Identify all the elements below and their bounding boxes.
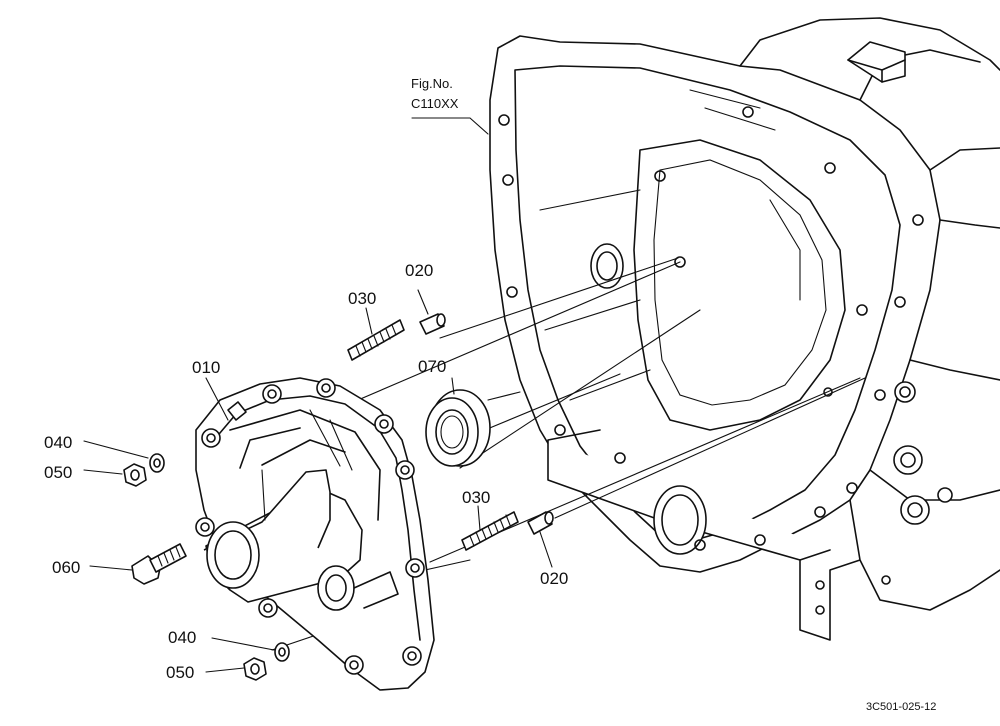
leader-lines	[83, 117, 553, 673]
transmission-housing	[489, 17, 1000, 641]
cover-plate-part-010[interactable]	[195, 377, 435, 691]
spring-washer-part-040-lower[interactable]	[274, 642, 290, 662]
callout-010: 010	[192, 358, 220, 377]
stud-bolt-part-030-lower[interactable]	[461, 511, 519, 551]
callout-050-lower: 050	[166, 663, 194, 682]
spring-washer-part-040-upper[interactable]	[149, 453, 165, 473]
bolt-part-060[interactable]	[131, 543, 187, 585]
housing-bolt-holes	[498, 106, 924, 615]
dowel-pin-part-020-lower[interactable]	[527, 511, 554, 535]
fig-no-label: Fig.No.	[411, 76, 453, 91]
fig-no-value: C110XX	[411, 96, 459, 111]
nut-part-050-upper[interactable]	[123, 463, 147, 487]
callout-060: 060	[52, 558, 80, 577]
callout-070: 070	[418, 357, 446, 376]
figure-number-block: Fig.No. C110XX	[411, 76, 459, 111]
nut-part-050-lower[interactable]	[243, 657, 267, 681]
callout-040-upper: 040	[44, 433, 72, 452]
callout-050-upper: 050	[44, 463, 72, 482]
callout-030-lower: 030	[462, 488, 490, 507]
callout-030-upper: 030	[348, 289, 376, 308]
callout-040-lower: 040	[168, 628, 196, 647]
dowel-pin-part-020-upper[interactable]	[419, 313, 446, 335]
drawing-reference-number: 3C501-025-12	[866, 701, 936, 713]
callout-020-upper: 020	[405, 261, 433, 280]
oil-seal-part-070[interactable]	[425, 389, 491, 467]
stud-bolt-part-030-upper[interactable]	[347, 319, 405, 361]
callout-020-lower: 020	[540, 569, 568, 588]
